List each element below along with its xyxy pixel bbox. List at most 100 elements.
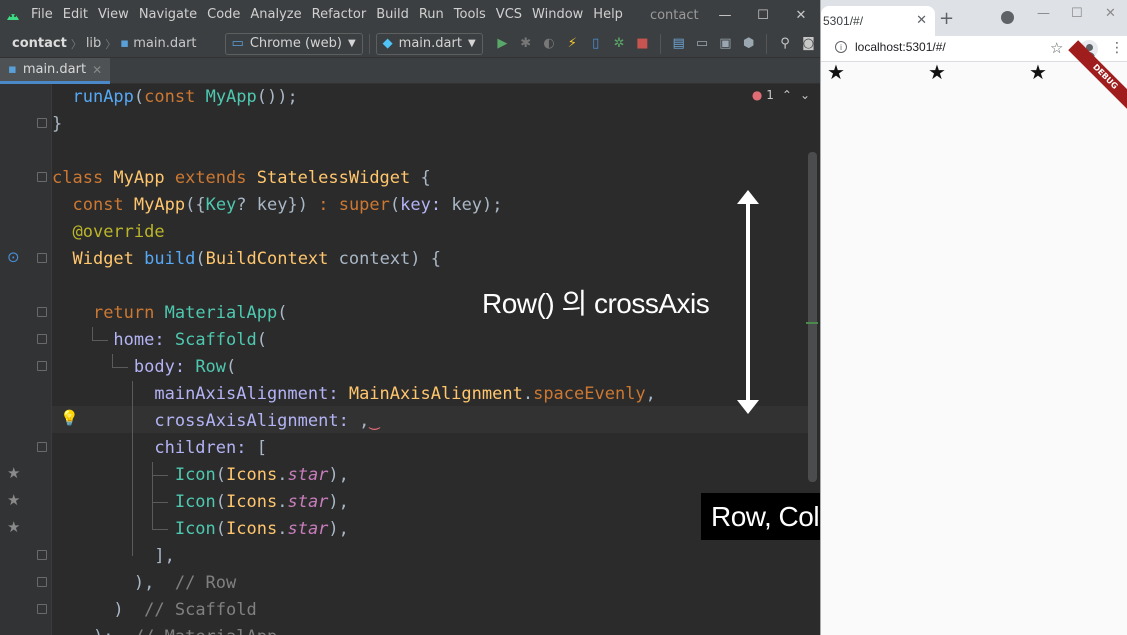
run-config-selector[interactable]: ◆ main.dart ▼	[375, 32, 483, 55]
project-title: contact	[649, 7, 699, 23]
run-config-label: main.dart	[398, 36, 462, 51]
stop-icon[interactable]: ■	[636, 36, 649, 51]
menu-refactor[interactable]: Refactor	[311, 7, 367, 22]
code-line-close-children: ],	[154, 546, 175, 566]
search-icon[interactable]: ⚲	[780, 36, 790, 51]
code-editor[interactable]: ⊙ ★ ★ ★ runApp(const MyApp()); } class M…	[0, 84, 820, 635]
code-line-class-decl: class MyApp extends StatelessWidget {	[52, 168, 431, 188]
breadcrumb-project[interactable]: contact	[12, 36, 67, 51]
coverage-icon[interactable]: ◐	[543, 36, 555, 51]
browser-tab[interactable]: 5301/#/ ✕	[821, 6, 935, 36]
code-line-return: return MaterialApp(	[92, 303, 288, 323]
code-line-close-scaffold: ) // Scaffold	[113, 600, 257, 620]
error-icon: ●	[751, 88, 763, 102]
avd-manager-icon[interactable]: ▣	[719, 36, 732, 51]
code-line-close-main: }	[52, 114, 63, 134]
error-indicator: ● 1	[752, 88, 774, 102]
chevron-up-icon[interactable]: ⌃	[781, 88, 792, 102]
double-arrow-icon	[737, 190, 759, 414]
menu-build[interactable]: Build	[376, 7, 409, 22]
menu-view[interactable]: View	[97, 7, 129, 22]
device-manager-icon[interactable]: ▭	[695, 36, 709, 51]
menu-tools[interactable]: Tools	[453, 7, 486, 22]
menu-edit[interactable]: Edit	[62, 7, 88, 22]
indent-guide	[152, 502, 168, 503]
fold-marker-icon[interactable]	[37, 172, 47, 182]
code-line-icon: Icon(Icons.star),	[174, 465, 349, 485]
maximize-button[interactable]: ☐	[1071, 6, 1083, 21]
breadcrumb-file[interactable]: ▪ main.dart	[116, 36, 200, 51]
code-line-build: Widget build(BuildContext context) {	[72, 249, 442, 269]
fold-marker-icon[interactable]	[37, 334, 47, 344]
fold-marker-icon[interactable]	[37, 442, 47, 452]
hot-reload-icon[interactable]: ⚡	[567, 36, 577, 51]
star-icon: ★	[1029, 60, 1047, 84]
tab-main-dart[interactable]: ▪ main.dart ✕	[0, 58, 111, 84]
dart-file-icon: ▪	[8, 62, 17, 77]
browser-tab-strip: 5301/#/ ✕ + — ☐ ✕	[821, 0, 1127, 36]
maximize-button[interactable]: ☐	[757, 7, 769, 23]
menu-help[interactable]: Help	[593, 7, 623, 22]
bookmark-star-icon[interactable]: ☆	[1050, 39, 1064, 57]
problems-indicator[interactable]: ● 1 ⌃ ⌄	[752, 88, 810, 102]
ide-window: File Edit View Navigate Code Analyze Ref…	[0, 0, 820, 635]
browser-tab-title: 5301/#/	[823, 14, 864, 28]
menu-code[interactable]: Code	[207, 7, 241, 22]
editor-gutter: ⊙ ★ ★ ★	[0, 84, 52, 635]
current-line-highlight	[52, 406, 817, 433]
close-button[interactable]: ✕	[1105, 6, 1116, 21]
flutter-icon: ◆	[382, 36, 393, 51]
tab-close-icon[interactable]: ✕	[92, 62, 103, 77]
menu-analyze[interactable]: Analyze	[250, 7, 302, 22]
menu-run[interactable]: Run	[418, 7, 444, 22]
device-selector[interactable]: ▭ Chrome (web) ▼	[224, 32, 363, 55]
chevron-down-icon[interactable]: ⌄	[799, 88, 810, 102]
menu-file[interactable]: File	[31, 7, 53, 22]
fold-marker-icon[interactable]	[37, 307, 47, 317]
project-structure-icon[interactable]: ▤	[672, 36, 685, 51]
indent-guide	[152, 462, 153, 530]
lightbulb-icon[interactable]: 💡	[60, 409, 79, 427]
hot-restart-icon[interactable]: ▯	[592, 36, 600, 51]
sdk-manager-icon[interactable]: ⬢	[743, 36, 755, 51]
menu-bar: File Edit View Navigate Code Analyze Ref…	[0, 0, 820, 30]
error-squiggle-icon: ‿	[369, 411, 380, 431]
overlay-title: Row() 의 crossAxis	[482, 288, 710, 319]
debug-icon[interactable]: ✱	[520, 36, 532, 51]
address-bar[interactable]: i localhost:5301/#/	[835, 40, 946, 54]
dart-file-icon: ▪	[120, 36, 130, 51]
close-button[interactable]: ✕	[795, 7, 807, 23]
code-line-home: home: Scaffold(	[113, 330, 267, 350]
star-preview-icon: ★	[7, 491, 21, 509]
fold-marker-icon[interactable]	[37, 253, 47, 263]
fold-marker-icon[interactable]	[37, 361, 47, 371]
fold-marker-icon[interactable]	[37, 550, 47, 560]
run-icon[interactable]: ▶	[497, 36, 508, 51]
fold-marker-icon[interactable]	[37, 577, 47, 587]
menu-navigate[interactable]: Navigate	[138, 7, 198, 22]
browser-menu-icon[interactable]: ⋮	[1110, 40, 1124, 56]
menu-window[interactable]: Window	[532, 7, 584, 22]
device-icon: ▭	[231, 36, 244, 51]
device-selector-label: Chrome (web)	[249, 36, 342, 51]
account-icon[interactable]: ◙	[802, 36, 815, 51]
fold-marker-icon[interactable]	[37, 604, 47, 614]
override-marker-icon[interactable]: ⊙	[7, 248, 20, 266]
close-icon[interactable]: ✕	[916, 12, 927, 27]
breadcrumb-lib[interactable]: lib	[85, 36, 102, 51]
new-tab-button[interactable]: +	[939, 8, 955, 29]
minimize-button[interactable]: —	[1037, 6, 1050, 21]
android-studio-logo-icon	[0, 0, 26, 30]
indent-guide	[152, 475, 168, 476]
minimize-button[interactable]: —	[718, 7, 732, 23]
toolbar-divider	[368, 33, 370, 54]
code-line-icon: Icon(Icons.star),	[174, 492, 349, 512]
code-line-close-material-app: ); // MaterialApp	[52, 624, 277, 635]
editor-tab-bar: ▪ main.dart ✕	[0, 58, 820, 84]
info-icon[interactable]: i	[835, 41, 847, 53]
menu-vcs[interactable]: VCS	[495, 7, 523, 22]
editor-scrollbar[interactable]	[808, 152, 817, 482]
tab-search-icon[interactable]	[1001, 11, 1014, 24]
fold-marker-icon[interactable]	[37, 118, 47, 128]
attach-debugger-icon[interactable]: ✲	[613, 36, 625, 51]
